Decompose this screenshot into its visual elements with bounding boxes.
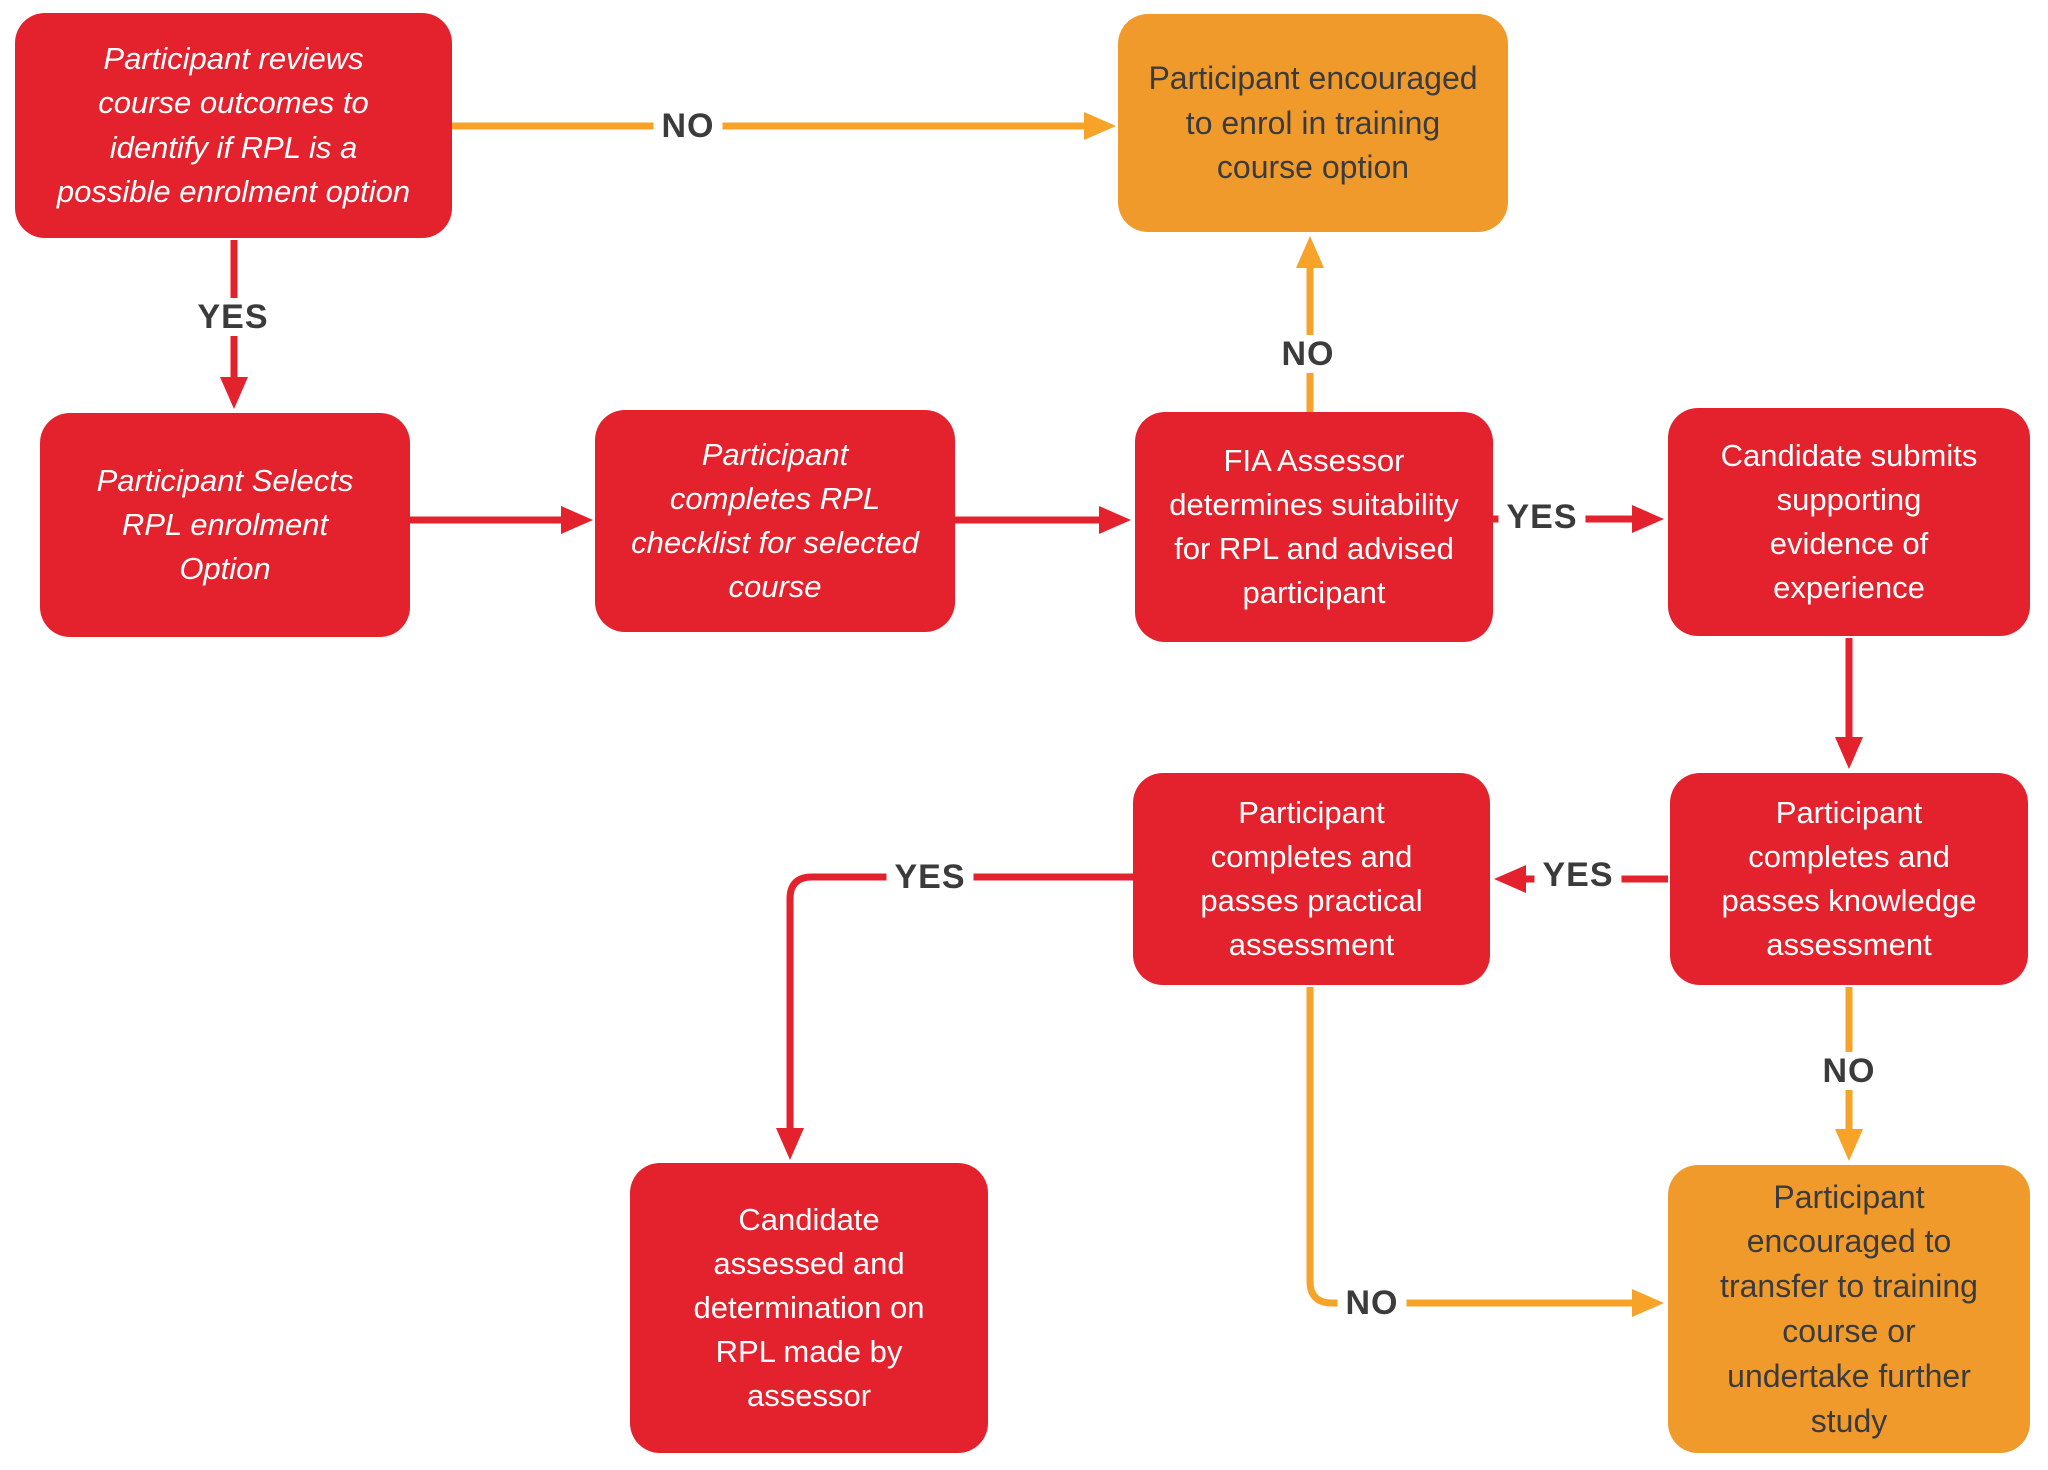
arrowhead-knowledge-to-transfer [1835,1129,1863,1161]
edge-label-review-yes: YES [189,298,277,336]
arrowhead-practical-to-determination [776,1128,804,1160]
node-practical-assessment: Participant completes and passes practic… [1133,773,1490,985]
edge-label-review-no: NO [653,107,723,145]
arrowhead-review-to-enrol [1084,112,1116,140]
edge-label-practical-no: NO [1337,1284,1407,1322]
node-rpl-checklist: Participant completes RPL checklist for … [595,410,955,632]
edge-label-knowledge-yes: YES [1534,856,1622,894]
node-transfer-training: Participant encouraged to transfer to tr… [1668,1165,2030,1453]
node-rpl-determination: Candidate assessed and determination on … [630,1163,988,1453]
node-submit-evidence: Candidate submits supporting evidence of… [1668,408,2030,636]
arrowhead-select-to-checklist [561,506,593,534]
arrowhead-checklist-to-assessor [1099,506,1131,534]
edge-label-suitability-no: NO [1273,335,1343,373]
arrowhead-practical-to-transfer [1632,1289,1664,1317]
edge-practical-to-determination [786,873,1133,1130]
arrowhead-assessor-to-evidence [1632,505,1664,533]
node-enrol-training: Participant encouraged to enrol in train… [1118,14,1508,232]
arrowhead-evidence-to-knowledge [1835,737,1863,769]
arrowhead-assessor-to-enrol [1296,236,1324,268]
edge-practical-to-transfer [1306,987,1634,1307]
arrowhead-review-to-select [220,377,248,409]
edge-label-knowledge-no: NO [1814,1052,1884,1090]
edge-label-practical-yes: YES [886,858,974,896]
node-select-rpl: Participant Selects RPL enrolment Option [40,413,410,637]
node-assessor-suitability: FIA Assessor determines suitability for … [1135,412,1493,642]
arrowhead-knowledge-to-practical [1494,865,1526,893]
node-knowledge-assessment: Participant completes and passes knowled… [1670,773,2028,985]
edge-label-suitability-yes: YES [1498,498,1586,536]
node-review-outcomes: Participant reviews course outcomes to i… [15,13,452,238]
